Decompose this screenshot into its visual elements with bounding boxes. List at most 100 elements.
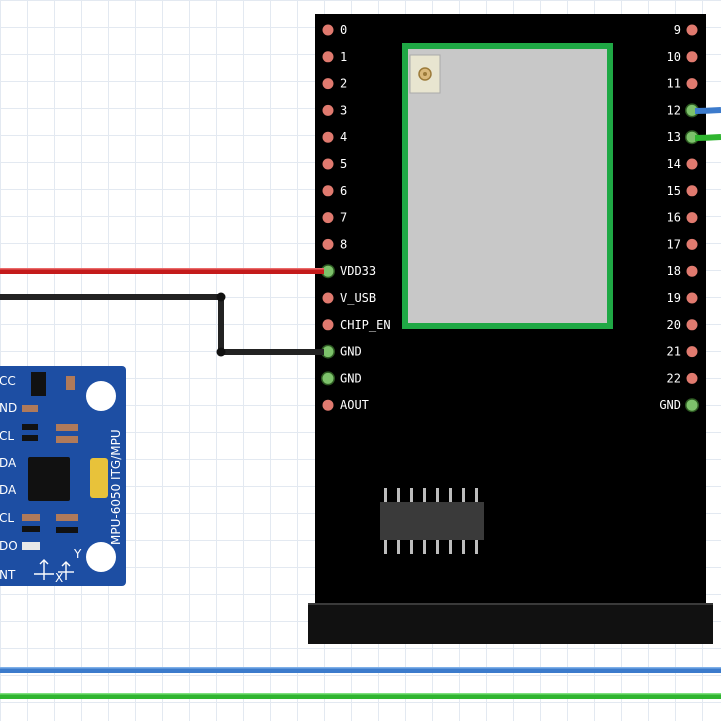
bottom-wires (0, 667, 721, 699)
left-pin-2[interactable]: 2 (322, 77, 348, 91)
left-pin-label: V_USB (340, 291, 376, 305)
mpu-pin-label: DO (0, 539, 18, 553)
pin-pad[interactable] (322, 78, 334, 90)
ic-chip (380, 488, 484, 554)
right-pin-label: 14 (667, 157, 681, 171)
pin-pad[interactable] (686, 185, 698, 197)
right-pin-5[interactable]: 14 (667, 157, 698, 171)
right-pin-0[interactable]: 9 (674, 23, 698, 37)
pin-pad[interactable] (322, 238, 334, 250)
right-pin-label: 21 (667, 345, 681, 359)
pin-pad[interactable] (686, 212, 698, 224)
left-pin-5[interactable]: 5 (322, 157, 348, 171)
mpu-pin-label: CL (0, 511, 14, 525)
right-pin-label: 16 (667, 211, 681, 225)
pin-pad[interactable] (322, 51, 334, 63)
left-pin-label: 3 (340, 103, 347, 117)
right-pin-label: 19 (667, 291, 681, 305)
left-pin-10[interactable]: V_USB (322, 291, 377, 305)
pin-pad[interactable] (686, 399, 698, 411)
left-pin-9[interactable]: VDD33 (321, 264, 376, 279)
left-pin-4[interactable]: 4 (322, 130, 348, 144)
pin-pad[interactable] (686, 104, 698, 116)
mpu-pin-label: CC (0, 374, 16, 388)
right-pin-7[interactable]: 16 (667, 211, 698, 225)
right-pin-1[interactable]: 10 (667, 50, 698, 64)
pin-pad[interactable] (686, 78, 698, 90)
mounting-hole-top (86, 381, 116, 411)
left-pin-0[interactable]: 0 (322, 23, 348, 37)
left-pin-12[interactable]: GND (321, 344, 362, 359)
pin-pad[interactable] (686, 319, 698, 331)
right-pin-6[interactable]: 15 (667, 184, 698, 198)
left-pin-label: 1 (340, 50, 347, 64)
right-pin-label: 20 (667, 318, 681, 332)
pin-pad[interactable] (322, 319, 334, 331)
left-pin-label: 8 (340, 237, 347, 251)
pin-pad[interactable] (686, 265, 698, 277)
right-pin-label: 10 (667, 50, 681, 64)
pin-pad[interactable] (686, 292, 698, 304)
wire-black-gnd[interactable] (0, 292, 324, 357)
right-pin-label: 18 (667, 264, 681, 278)
right-pin-label: GND (659, 398, 681, 412)
axis-icon (34, 559, 74, 580)
pin-pad[interactable] (322, 212, 334, 224)
pin-pad[interactable] (322, 372, 334, 384)
left-pin-label: CHIP_EN (340, 318, 391, 332)
pin-pad[interactable] (322, 265, 334, 277)
pin-pad[interactable] (322, 131, 334, 143)
right-pin-9[interactable]: 18 (667, 264, 698, 278)
right-pin-11[interactable]: 20 (667, 318, 698, 332)
wire-blue-bottom[interactable] (0, 667, 721, 673)
left-pin-13[interactable]: GND (321, 371, 362, 386)
right-pin-10[interactable]: 19 (667, 291, 698, 305)
right-pin-label: 12 (667, 103, 681, 117)
right-pin-2[interactable]: 11 (667, 77, 698, 91)
pin-pad[interactable] (686, 24, 698, 36)
pin-pad[interactable] (686, 131, 698, 143)
axis-y-label: Y (73, 547, 82, 561)
pin-pad[interactable] (322, 24, 334, 36)
right-pin-label: 11 (667, 77, 681, 91)
left-pin-3[interactable]: 3 (322, 103, 348, 117)
pin-pad[interactable] (322, 292, 334, 304)
right-pin-label: 22 (667, 371, 681, 385)
right-pin-13[interactable]: 22 (667, 371, 698, 385)
wire-green-bottom[interactable] (0, 693, 721, 699)
left-pin-1[interactable]: 1 (322, 50, 348, 64)
pin-pad[interactable] (686, 346, 698, 358)
wire-red-vdd33[interactable] (0, 268, 324, 274)
mpu-pin-label: ND (0, 401, 17, 415)
left-pin-7[interactable]: 7 (322, 211, 348, 225)
wire-green-pin13[interactable] (694, 134, 721, 141)
left-pin-6[interactable]: 6 (322, 184, 348, 198)
right-pin-12[interactable]: 21 (667, 345, 698, 359)
mounting-hole-bottom (86, 542, 116, 572)
left-pin-label: AOUT (340, 398, 369, 412)
pin-pad[interactable] (322, 158, 334, 170)
left-pin-label: 7 (340, 211, 347, 225)
pin-pad[interactable] (322, 399, 334, 411)
mpu-pin-label: CL (0, 429, 14, 443)
left-pin-8[interactable]: 8 (322, 237, 348, 251)
left-pin-14[interactable]: AOUT (322, 398, 369, 412)
right-pin-14[interactable]: GND (659, 398, 699, 413)
pin-pad[interactable] (322, 104, 334, 116)
pin-pad[interactable] (322, 346, 334, 358)
mpu-pin-label: DA (0, 483, 17, 497)
pin-pad[interactable] (322, 185, 334, 197)
wire-blue-pin12[interactable] (694, 107, 721, 114)
right-pin-8[interactable]: 17 (667, 237, 698, 251)
pin-pad[interactable] (686, 372, 698, 384)
pin-pad[interactable] (686, 51, 698, 63)
left-pin-11[interactable]: CHIP_EN (322, 318, 391, 332)
pin-pad[interactable] (686, 158, 698, 170)
antenna-connector (409, 54, 441, 94)
left-pin-label: 0 (340, 23, 347, 37)
right-pin-label: 13 (667, 130, 681, 144)
pin-pad[interactable] (686, 238, 698, 250)
